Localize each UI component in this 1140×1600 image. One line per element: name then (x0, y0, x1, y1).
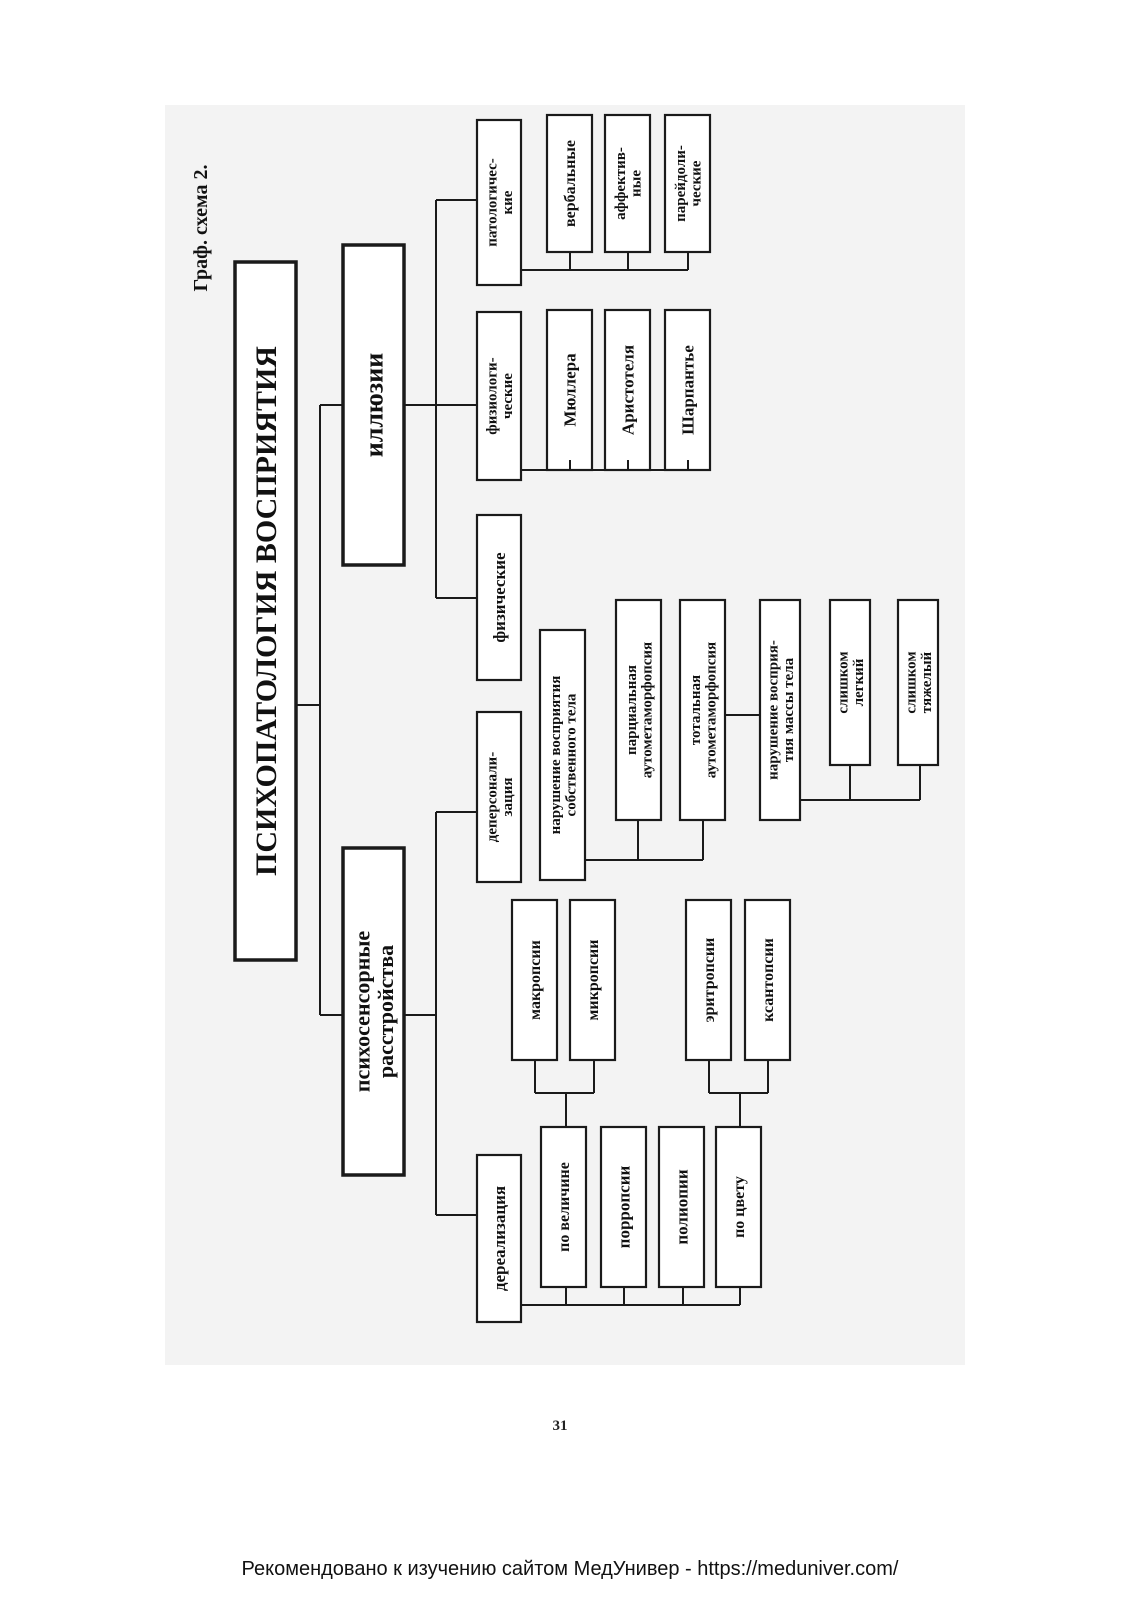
depersonalization-node-label: деперсонали-зация (484, 752, 516, 842)
verbal-node-box (545, 113, 594, 254)
root-node-label: ПСИХОПАТОЛОГИЯ ВОСПРИЯТИЯ (250, 346, 283, 876)
illusions-connector (404, 199, 477, 599)
aristotle-node-box (603, 308, 652, 472)
charpentier-node-box (663, 308, 712, 472)
by-color-connector (708, 1060, 769, 1127)
mueller-node-box (545, 308, 594, 472)
derealization-node-label: дереализация (490, 1186, 509, 1291)
physical-node-label: физические (490, 552, 509, 643)
partial-automorphopsia-node-label: парциальнаяаутометаморфопсия (624, 642, 656, 778)
depersonalization-node-box (475, 710, 523, 884)
erythropsia-node-label: эритропсии (701, 938, 718, 1023)
micropsia-node-label: микропсии (585, 940, 602, 1021)
too-light-node-label: слишкомлегкий (835, 651, 867, 713)
charpentier-node-label: Шарпантье (678, 345, 697, 435)
body-perception-node-label: нарушение восприятиясобственного тела (548, 676, 580, 835)
poliopii-node-box (657, 1125, 706, 1289)
by-size-connector (534, 1060, 595, 1127)
erythropsia-node-box (684, 898, 733, 1062)
porropsii-node-label: порропсии (614, 1165, 633, 1248)
too-heavy-node-box (896, 598, 940, 767)
pareidolic-node-box (663, 113, 712, 254)
xanthopsia-node-label: ксантопсии (760, 938, 777, 1022)
by-size-node-box (539, 1125, 588, 1289)
illusions-node-label: иллюзии (360, 353, 389, 457)
root-node-box (233, 260, 298, 962)
psychosensory-node-box (341, 846, 406, 1177)
body-perception-connector (585, 820, 704, 861)
root-connector (296, 404, 343, 1016)
too-heavy-node-label: слишкомтяжелый (903, 651, 935, 713)
psychosensory-connector (404, 811, 477, 1216)
xanthopsia-node-box (743, 898, 792, 1062)
by-size-node-label: по величине (556, 1162, 573, 1252)
mueller-node-label: Мюллера (560, 353, 579, 427)
psychosensory-node-label: психосенсорныерасстройства (350, 931, 398, 1093)
pareidolic-node-label: парейдоли-ческие (673, 145, 705, 222)
pathological-connector (521, 252, 689, 271)
pathological-node-box (475, 118, 523, 287)
by-color-node-box (714, 1125, 763, 1289)
verbal-node-label: вербальные (562, 140, 579, 227)
derealization-node-box (475, 1153, 523, 1324)
body-mass-node-box (758, 598, 802, 822)
illusions-node-box (341, 243, 406, 567)
macropsia-node-box (510, 898, 559, 1062)
physiological-node-label: физиологи-ческие (484, 357, 516, 434)
total-automorphopsia-node-box (678, 598, 727, 822)
micropsia-node-box (568, 898, 617, 1062)
macropsia-node-label: макропсии (527, 940, 544, 1020)
affective-node-box (603, 113, 652, 254)
physical-node-box (475, 513, 523, 682)
footer-recommendation: Рекомендовано к изучению сайтом МедУниве… (241, 1558, 899, 1580)
physiological-node-box (475, 310, 523, 482)
body-mass-connector (800, 765, 921, 801)
derealization-connector (521, 1287, 741, 1306)
pathological-node-label: патологичес-кие (484, 158, 516, 247)
total-automorphopsia-node-label: тотальнаяаутометаморфопсия (688, 642, 720, 778)
affective-node-label: аффектив-ные (613, 147, 645, 220)
body-perception-node-box (538, 628, 587, 882)
body-mass-node-label: нарушение восприя-тия массы тела (765, 640, 797, 780)
page-number: 31 (552, 1418, 568, 1434)
schema-title: Граф. схема 2. (190, 165, 212, 292)
by-color-node-label: по цвету (731, 1176, 748, 1238)
aristotle-node-label: Аристотеля (618, 345, 637, 435)
poliopii-node-label: полиопии (672, 1169, 691, 1244)
physiological-connector (521, 460, 689, 471)
